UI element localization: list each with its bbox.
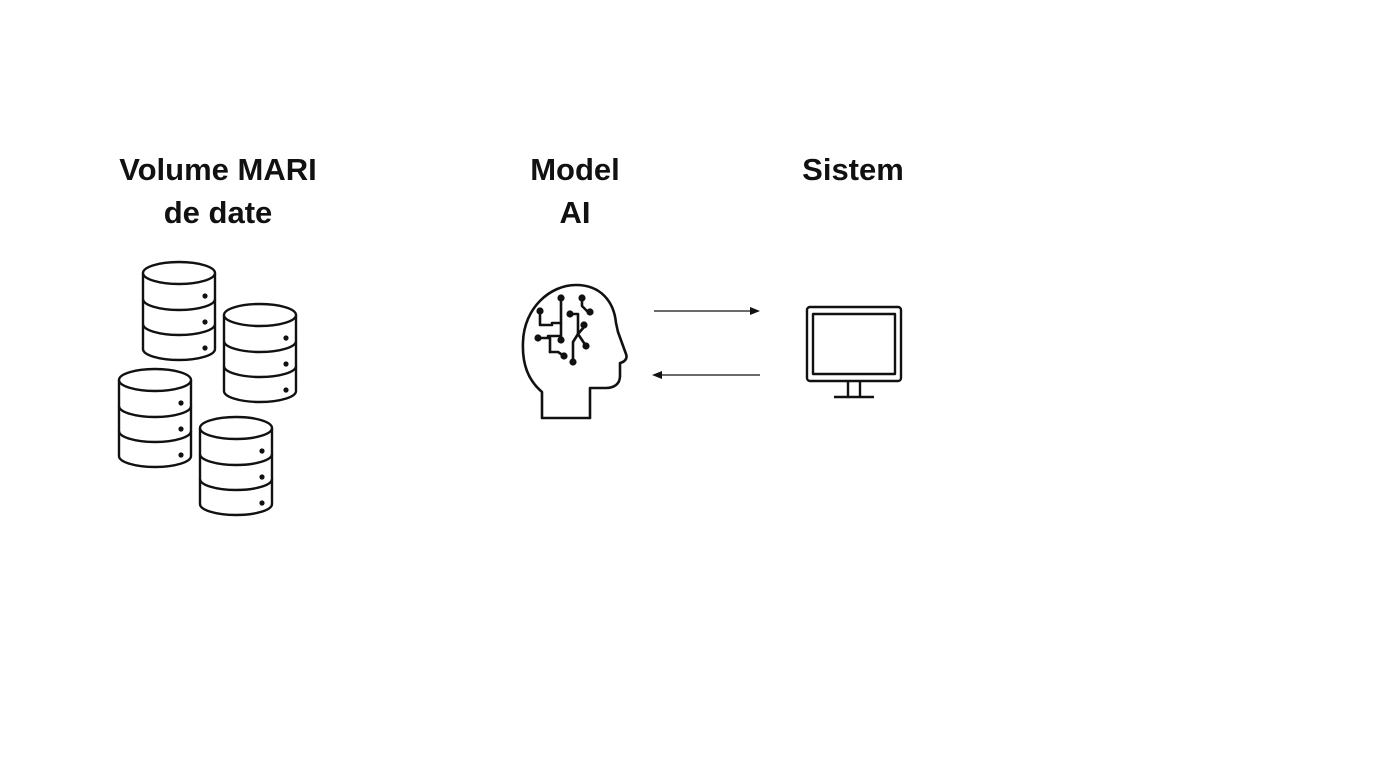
database-cylinder-icon bbox=[117, 367, 193, 469]
arrow-right-icon bbox=[654, 307, 760, 315]
database-stack-icon bbox=[117, 260, 298, 517]
ai-model-label-line-2: AI bbox=[559, 195, 591, 230]
data-volume-label-line-1: Volume MARI bbox=[119, 152, 317, 187]
flow-arrows bbox=[652, 307, 760, 379]
database-cylinder-icon bbox=[222, 302, 298, 404]
monitor-icon bbox=[805, 305, 903, 399]
database-cylinder-icon bbox=[141, 260, 217, 362]
ai-model-label-line-1: Model bbox=[530, 152, 620, 187]
ai-model-label: Model AI bbox=[505, 148, 645, 234]
database-cylinder-icon bbox=[198, 415, 274, 517]
system-label-line-1: Sistem bbox=[802, 152, 904, 187]
arrow-left-icon bbox=[652, 371, 760, 379]
system-label: Sistem bbox=[783, 148, 923, 191]
data-volume-label: Volume MARI de date bbox=[98, 148, 338, 234]
data-volume-label-line-2: de date bbox=[163, 195, 273, 230]
ai-head-icon bbox=[521, 283, 628, 420]
